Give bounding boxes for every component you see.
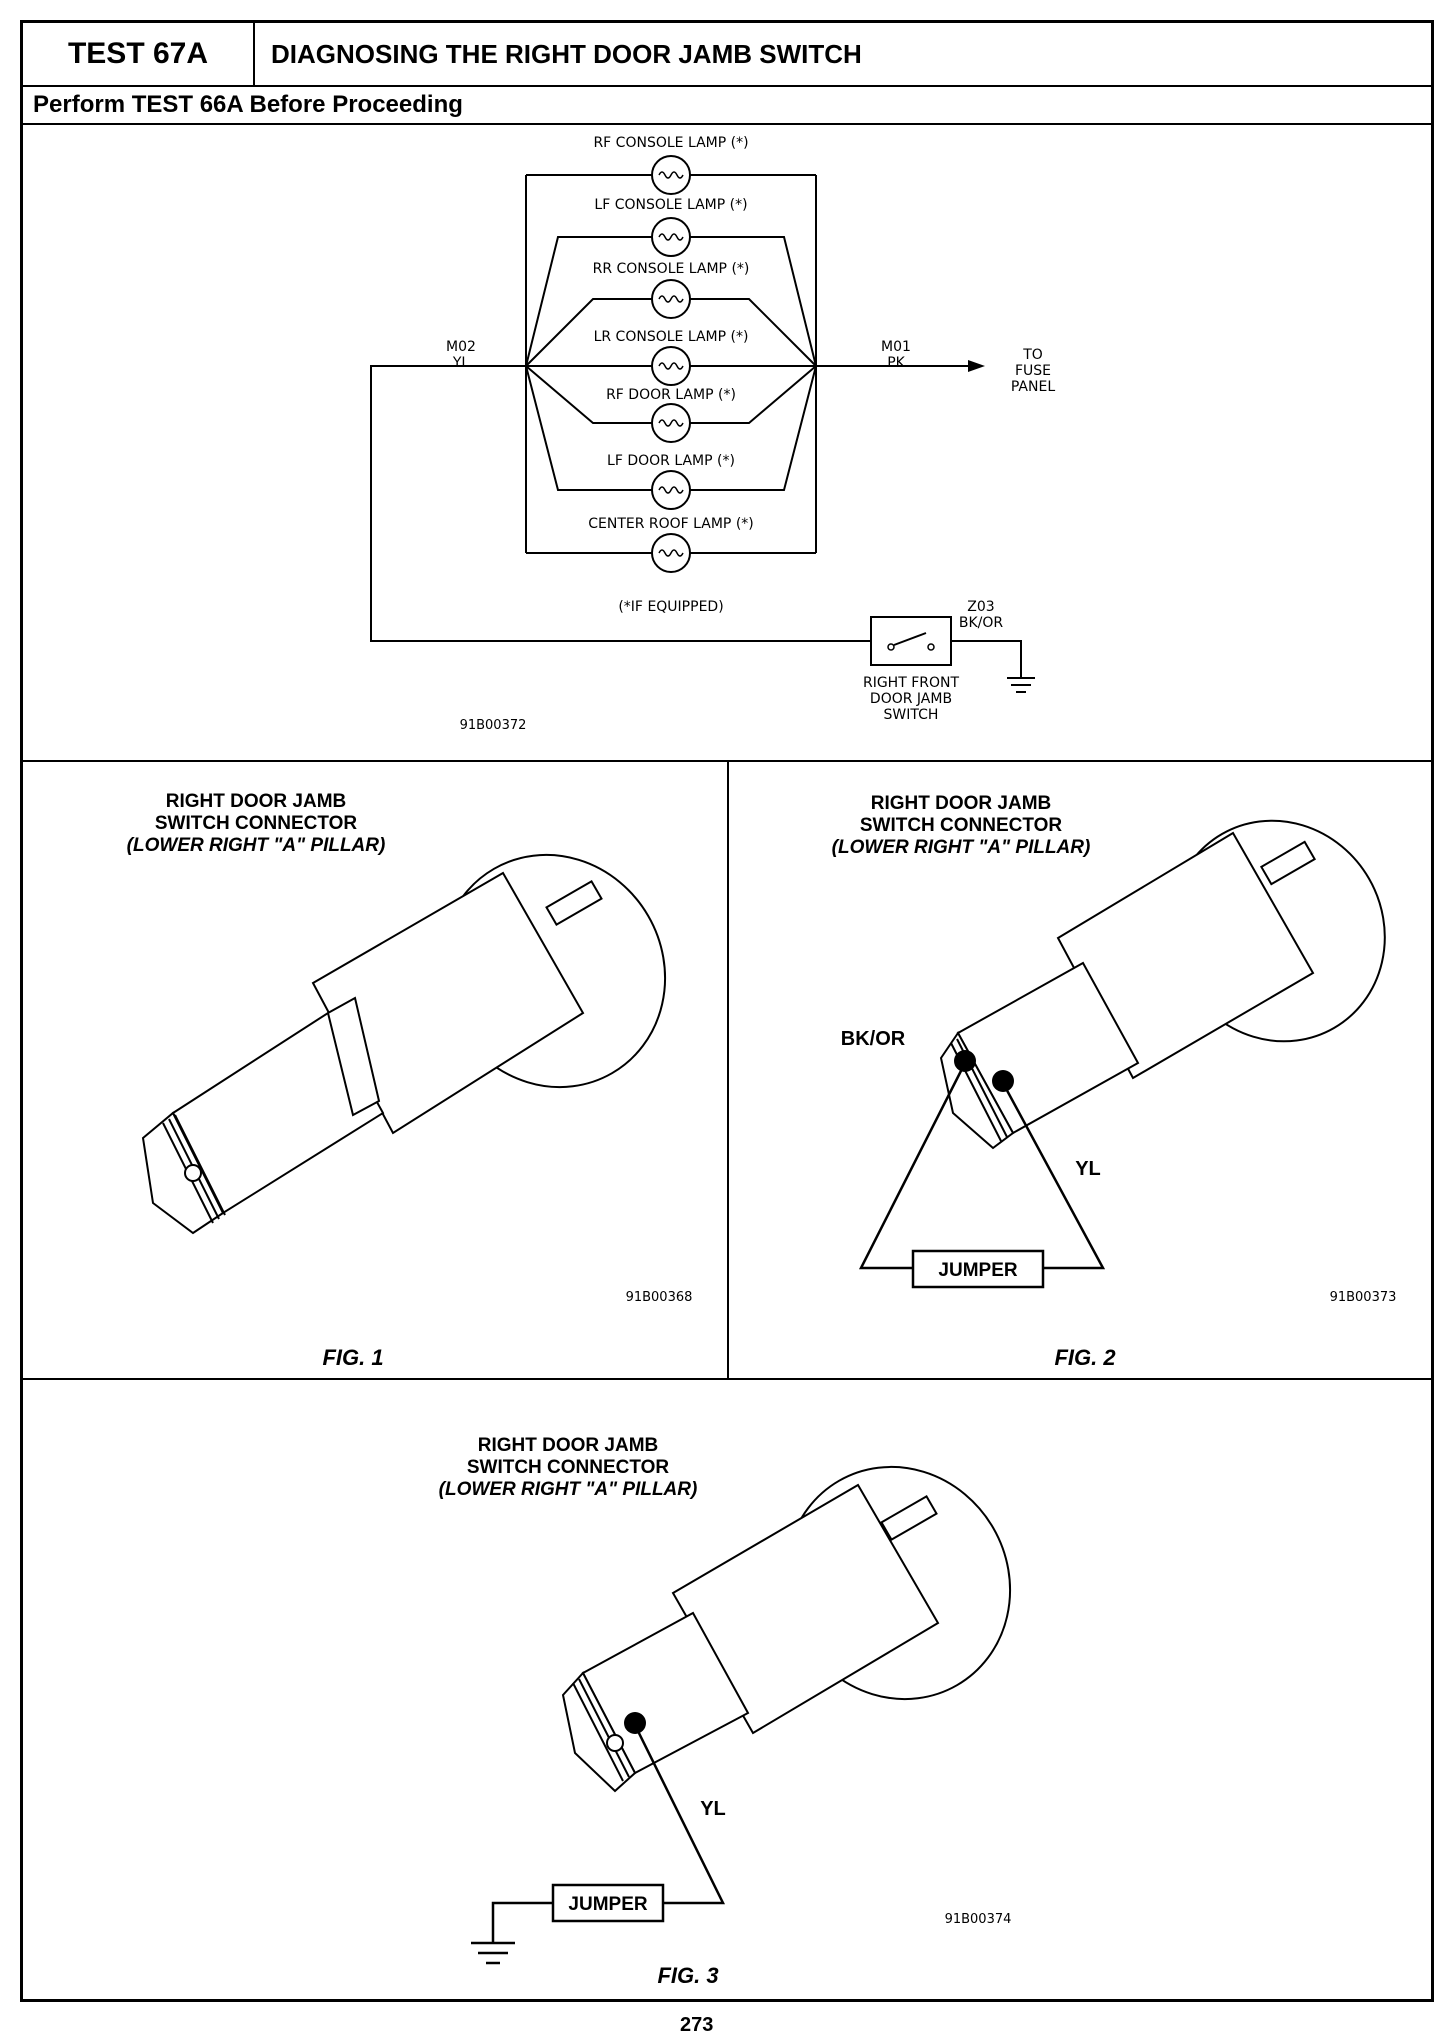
test-title: DIAGNOSING THE RIGHT DOOR JAMB SWITCH bbox=[271, 38, 862, 69]
fig2-title-2: SWITCH CONNECTOR bbox=[860, 815, 1063, 836]
fig3-title-3: (LOWER RIGHT "A" PILLAR) bbox=[439, 1479, 698, 1500]
test-id: TEST 67A bbox=[23, 23, 255, 85]
terminal-yl bbox=[992, 1070, 1014, 1092]
fig3-title-2: SWITCH CONNECTOR bbox=[467, 1457, 670, 1478]
fig2-wire-yl: YL bbox=[1075, 1158, 1101, 1180]
circuit-m02: M02 bbox=[446, 339, 476, 355]
lamp-label-rf-door: RF DOOR LAMP (*) bbox=[606, 387, 736, 403]
door-jamb-switch bbox=[870, 616, 952, 666]
schematic-ref: 91B00372 bbox=[460, 718, 527, 733]
circuit-z03-color: BK/OR bbox=[959, 615, 1004, 631]
to-fuse-panel-2: FUSE bbox=[1015, 363, 1051, 379]
fig1-title-2: SWITCH CONNECTOR bbox=[155, 813, 358, 834]
jumper-wires bbox=[858, 1062, 1106, 1270]
lamp-label-lf-door: LF DOOR LAMP (*) bbox=[607, 453, 735, 469]
test-page: TEST 67A DIAGNOSING THE RIGHT DOOR JAMB … bbox=[20, 20, 1434, 2002]
lamp-icons bbox=[651, 155, 691, 573]
fig2-ref: 91B00373 bbox=[1330, 1290, 1397, 1305]
fig2-jumper-label: JUMPER bbox=[938, 1260, 1017, 1281]
circuit-m02-color: YL bbox=[452, 355, 470, 371]
fig2-title-1: RIGHT DOOR JAMB bbox=[871, 793, 1052, 814]
lamp-label-lr-console: LR CONSOLE LAMP (*) bbox=[594, 329, 749, 345]
to-fuse-panel-3: PANEL bbox=[1011, 379, 1055, 395]
lamp-label-rr-console: RR CONSOLE LAMP (*) bbox=[593, 261, 750, 277]
lamp-filaments bbox=[658, 171, 684, 557]
page-number: 273 bbox=[680, 2014, 714, 2036]
lamp-label-center-roof: CENTER ROOF LAMP (*) bbox=[588, 516, 754, 532]
arrow-icon bbox=[968, 360, 985, 372]
fig1-panel: RIGHT DOOR JAMB SWITCH CONNECTOR (LOWER … bbox=[127, 791, 693, 1370]
terminal-yl bbox=[624, 1712, 646, 1734]
fig3-panel: RIGHT DOOR JAMB SWITCH CONNECTOR (LOWER … bbox=[439, 1435, 1012, 1988]
jumper-box bbox=[911, 1249, 1045, 1289]
fig3-caption: FIG. 3 bbox=[657, 1963, 718, 1988]
lamp-label-lf-console: LF CONSOLE LAMP (*) bbox=[594, 197, 747, 213]
jumper-box bbox=[551, 1883, 665, 1923]
fig3-jumper-label: JUMPER bbox=[568, 1894, 647, 1915]
fig1-title-3: (LOWER RIGHT "A" PILLAR) bbox=[127, 835, 386, 856]
fig3-wire-yl: YL bbox=[700, 1798, 726, 1820]
fig2-wire-bk-or: BK/OR bbox=[841, 1028, 906, 1050]
fig3-title-1: RIGHT DOOR JAMB bbox=[478, 1435, 659, 1456]
circuit-m01-color: PK bbox=[887, 355, 905, 371]
circuit-m01: M01 bbox=[881, 339, 911, 355]
terminal-bk-or bbox=[954, 1050, 976, 1072]
fig2-panel: RIGHT DOOR JAMB SWITCH CONNECTOR (LOWER … bbox=[832, 793, 1397, 1370]
fig1-ref: 91B00368 bbox=[626, 1290, 693, 1305]
fig2-title-3: (LOWER RIGHT "A" PILLAR) bbox=[832, 837, 1091, 858]
switch-label-1: RIGHT FRONT bbox=[863, 675, 960, 691]
switch-label-2: DOOR JAMB bbox=[870, 691, 952, 707]
diagram-canvas: RF CONSOLE LAMP (*) LF CONSOLE LAMP (*) … bbox=[23, 135, 1431, 1988]
to-fuse-panel-1: TO bbox=[1022, 347, 1043, 363]
connector-illustration bbox=[561, 1465, 1012, 1793]
connector-illustration bbox=[141, 853, 667, 1235]
if-equipped-note: (*IF EQUIPPED) bbox=[618, 599, 723, 615]
prerequisite-note: Perform TEST 66A Before Proceeding bbox=[23, 87, 1431, 125]
circuit-z03: Z03 bbox=[967, 599, 994, 615]
fig1-caption: FIG. 1 bbox=[322, 1345, 383, 1370]
switch-contact-icon bbox=[887, 643, 895, 651]
switch-contact-icon bbox=[927, 643, 935, 651]
switch-blade-icon bbox=[893, 632, 927, 646]
lamp-label-rf-console: RF CONSOLE LAMP (*) bbox=[593, 135, 748, 151]
jumper-wires bbox=[471, 1724, 726, 1965]
fig2-caption: FIG. 2 bbox=[1054, 1345, 1116, 1370]
test-header: TEST 67A DIAGNOSING THE RIGHT DOOR JAMB … bbox=[23, 23, 1431, 87]
fig3-ref: 91B00374 bbox=[945, 1912, 1012, 1927]
fig1-title-1: RIGHT DOOR JAMB bbox=[166, 791, 347, 812]
switch-label-3: SWITCH bbox=[884, 707, 939, 723]
